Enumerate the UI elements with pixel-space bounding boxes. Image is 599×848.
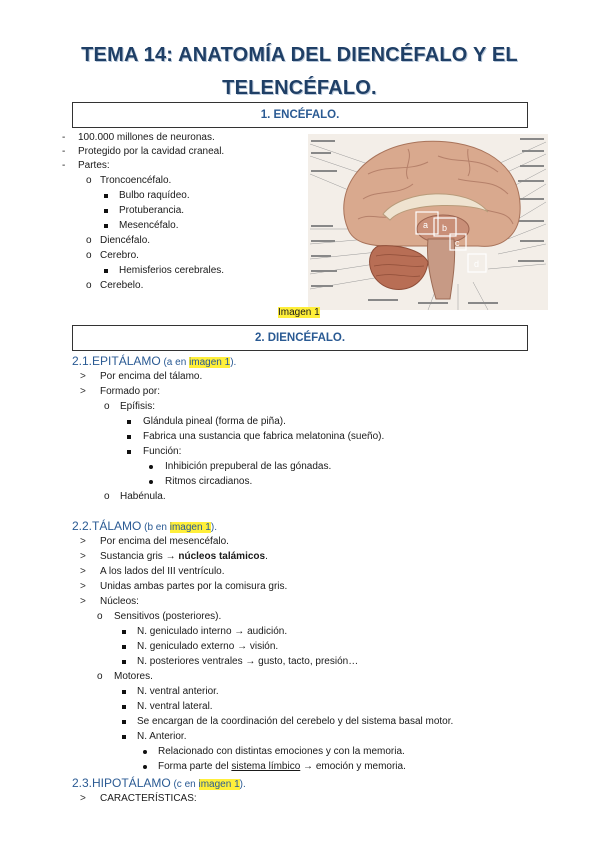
round-bullet — [149, 465, 153, 469]
list-item: Partes: — [78, 160, 110, 171]
list-item: CARACTERÍSTICAS: — [100, 793, 197, 804]
o-marker: o — [104, 401, 110, 412]
page-title-line1: TEMA 14: ANATOMÍA DEL DIENCÉFALO Y EL — [81, 44, 518, 66]
list-item: Hemisferios cerebrales. — [119, 265, 225, 276]
square-bullet — [122, 645, 126, 649]
image-label-a: a — [423, 220, 428, 230]
list-item: N. ventral anterior. — [137, 686, 219, 697]
list-item: Ritmos circadianos. — [165, 476, 253, 487]
square-bullet — [104, 209, 108, 213]
square-bullet — [122, 705, 126, 709]
round-bullet — [149, 480, 153, 484]
page-title-line2: TELENCÉFALO. — [222, 77, 377, 99]
square-bullet — [122, 690, 126, 694]
list-item: Troncoencéfalo. — [100, 175, 172, 186]
list-item: N. posteriores ventrales → gusto, tacto,… — [137, 656, 359, 667]
dash-marker: - — [62, 132, 66, 143]
list-item: N. geniculado interno → audición. — [137, 626, 288, 637]
list-item: Fabrica una sustancia que fabrica melato… — [143, 431, 385, 442]
chevron-marker: > — [80, 536, 86, 547]
list-item: N. Anterior. — [137, 731, 187, 742]
chevron-marker: > — [80, 551, 86, 562]
o-marker: o — [104, 491, 110, 502]
list-item: 100.000 millones de neuronas. — [78, 132, 215, 143]
list-item: Núcleos: — [100, 596, 139, 607]
list-item: Habénula. — [120, 491, 166, 502]
list-item: Bulbo raquídeo. — [119, 190, 190, 201]
list-item: Glándula pineal (forma de piña). — [143, 416, 286, 427]
chevron-marker: > — [80, 371, 86, 382]
image-label-d: d — [474, 259, 479, 269]
square-bullet — [104, 269, 108, 273]
o-marker: o — [86, 175, 92, 186]
list-item: N. geniculado externo → visión. — [137, 641, 279, 652]
square-bullet — [122, 630, 126, 634]
chevron-marker: > — [80, 386, 86, 397]
list-item: Se encargan de la coordinación del cereb… — [137, 716, 454, 727]
subheading-epitalamo: 2.1.EPITÁLAMO (a en imagen 1). — [72, 354, 237, 368]
o-marker: o — [97, 671, 103, 682]
list-item: Por encima del tálamo. — [100, 371, 203, 382]
round-bullet — [143, 750, 147, 754]
list-item: Por encima del mesencéfalo. — [100, 536, 229, 547]
round-bullet — [143, 765, 147, 769]
dash-marker: - — [62, 160, 66, 171]
square-bullet — [127, 435, 131, 439]
image-label-c: c — [455, 238, 460, 248]
list-item: A los lados del III ventrículo. — [100, 566, 225, 577]
subheading-hipotalamo: 2.3.HIPOTÁLAMO (c en imagen 1). — [72, 776, 246, 790]
list-item: Formado por: — [100, 386, 161, 397]
list-item: Protegido por la cavidad craneal. — [78, 146, 225, 157]
list-item: Cerebelo. — [100, 280, 144, 291]
square-bullet — [122, 720, 126, 724]
square-bullet — [127, 450, 131, 454]
list-item: Relacionado con distintas emociones y co… — [158, 746, 405, 757]
list-item: Protuberancia. — [119, 205, 185, 216]
list-item: Sustancia gris → núcleos talámicos. — [100, 551, 268, 562]
chevron-marker: > — [80, 793, 86, 804]
chevron-marker: > — [80, 581, 86, 592]
list-item: Mesencéfalo. — [119, 220, 179, 231]
list-item: Epífisis: — [120, 401, 156, 412]
image-label-b: b — [442, 223, 447, 233]
dash-marker: - — [62, 146, 66, 157]
square-bullet — [122, 735, 126, 739]
square-bullet — [127, 420, 131, 424]
o-marker: o — [86, 250, 92, 261]
o-marker: o — [97, 611, 103, 622]
list-item: Unidas ambas partes por la comisura gris… — [100, 581, 288, 592]
chevron-marker: > — [80, 566, 86, 577]
image-caption: Imagen 1 — [278, 307, 320, 318]
list-item: Motores. — [114, 671, 153, 682]
section-header-encefalo: 1. ENCÉFALO. — [72, 102, 528, 128]
square-bullet — [122, 660, 126, 664]
o-marker: o — [86, 280, 92, 291]
section-header-diencefalo: 2. DIENCÉFALO. — [72, 325, 528, 351]
list-item: Diencéfalo. — [100, 235, 151, 246]
square-bullet — [104, 194, 108, 198]
o-marker: o — [86, 235, 92, 246]
brain-sagittal-illustration: a b c d — [308, 134, 548, 310]
list-item: Forma parte del sistema límbico → emoció… — [158, 761, 406, 772]
chevron-marker: > — [80, 596, 86, 607]
square-bullet — [104, 224, 108, 228]
list-item: Inhibición prepuberal de las gónadas. — [165, 461, 332, 472]
subheading-talamo: 2.2.TÁLAMO (b en imagen 1). — [72, 519, 217, 533]
list-item: Sensitivos (posteriores). — [114, 611, 222, 622]
list-item: Función: — [143, 446, 182, 457]
list-item: N. ventral lateral. — [137, 701, 213, 712]
list-item: Cerebro. — [100, 250, 139, 261]
